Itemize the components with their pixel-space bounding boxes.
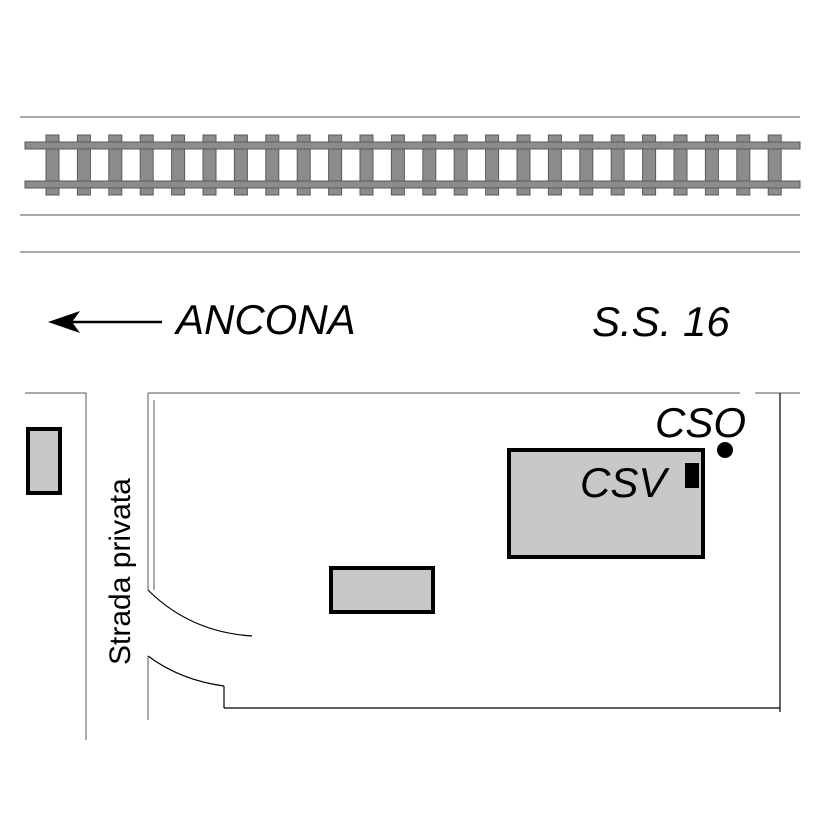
- railway-sleeper: [45, 134, 60, 196]
- railway-sleeper: [642, 134, 657, 196]
- railway-sleeper: [390, 134, 405, 196]
- railway-sleeper: [673, 134, 688, 196]
- railway-sleeper: [265, 134, 280, 196]
- direction-label: ANCONA: [173, 296, 356, 343]
- entrance-curve-south: [147, 655, 225, 687]
- railway-sleeper: [516, 134, 531, 196]
- direction-arrow-icon: [48, 311, 162, 333]
- railway-sleeper: [579, 134, 594, 196]
- railway-sleeper: [108, 134, 123, 196]
- railway-sleeper: [485, 134, 500, 196]
- building-small: [329, 566, 435, 614]
- railway-sleeper: [359, 134, 374, 196]
- railway-sleeper: [547, 134, 562, 196]
- railway-sleeper: [233, 134, 248, 196]
- railway-track: [24, 134, 801, 196]
- railway-sleeper: [610, 134, 625, 196]
- rail-bottom: [24, 180, 801, 189]
- entrance-curve-north: [147, 589, 253, 637]
- building-west-of-road: [26, 427, 62, 495]
- railway-sleepers: [45, 134, 782, 196]
- railway-sleeper: [328, 134, 343, 196]
- railway-sleeper: [422, 134, 437, 196]
- private-road-label: Strada privata: [104, 478, 137, 665]
- railway-sleeper: [453, 134, 468, 196]
- building-main: [507, 448, 705, 559]
- cso-marker-icon: [717, 442, 733, 458]
- railway-sleeper: [736, 134, 751, 196]
- railway-sleeper: [202, 134, 217, 196]
- cso-label: CSO: [655, 399, 746, 446]
- railway-sleeper: [704, 134, 719, 196]
- railway-sleeper: [767, 134, 782, 196]
- rail-top: [24, 141, 801, 150]
- road-label: S.S. 16: [592, 298, 730, 345]
- railway-sleeper: [296, 134, 311, 196]
- csv-label: CSV: [580, 459, 670, 506]
- railway-sleeper: [171, 134, 186, 196]
- csv-marker-icon: [685, 463, 699, 488]
- railway-sleeper: [76, 134, 91, 196]
- railway-sleeper: [139, 134, 154, 196]
